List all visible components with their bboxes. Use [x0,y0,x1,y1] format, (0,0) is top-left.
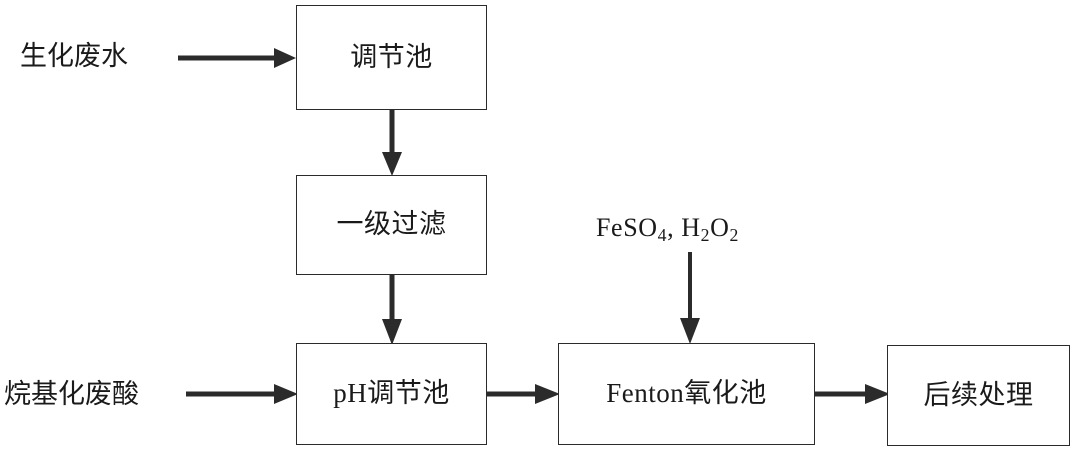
reagent-feso4-formula: FeSO4 [596,213,668,245]
h2o2-subscript-1: 2 [700,224,711,245]
reagent-separator: , H [667,213,701,242]
edge-feed-to-tiaojiechi [178,46,300,70]
h2o2-subscript-2: 2 [729,224,739,245]
edge-ph-to-fenton [485,382,563,406]
h2o2-oxygen: O [710,213,730,242]
node-subsequent-treatment[interactable]: 后续处理 [887,345,1070,446]
edge-reagents-to-fenton [678,252,702,346]
label-fenton-reagents: FeSO4, H2O2 [596,213,739,245]
edge-tiaojiechi-to-guolv [380,108,404,178]
feso4-base: FeSO [596,213,658,242]
node-tiaojiechi-label: 调节池 [350,41,433,72]
node-yijiguolv-label: 一级过滤 [336,209,447,240]
edge-guolv-to-ph [380,273,404,347]
label-alkylation-waste-acid-text: 烷基化废酸 [4,379,139,409]
node-fenton-oxidation-tank[interactable]: Fenton氧化池 [558,343,815,445]
feso4-subscript: 4 [657,224,668,245]
edge-fenton-to-houxu [813,382,893,406]
node-fenton-oxidation-tank-label: Fenton氧化池 [606,378,767,409]
label-alkylation-waste-acid: 烷基化废酸 [4,379,139,410]
node-yijiguolv[interactable]: 一级过滤 [296,175,487,275]
label-biochemical-wastewater: 生化废水 [20,41,128,72]
label-biochemical-wastewater-text: 生化废水 [20,41,128,71]
node-ph-tiaojiechi[interactable]: pH调节池 [296,343,487,445]
edge-acid-to-ph [186,382,302,406]
node-subsequent-treatment-label: 后续处理 [923,379,1034,410]
node-ph-tiaojiechi-label: pH调节池 [333,378,450,409]
node-tiaojiechi[interactable]: 调节池 [296,5,487,110]
